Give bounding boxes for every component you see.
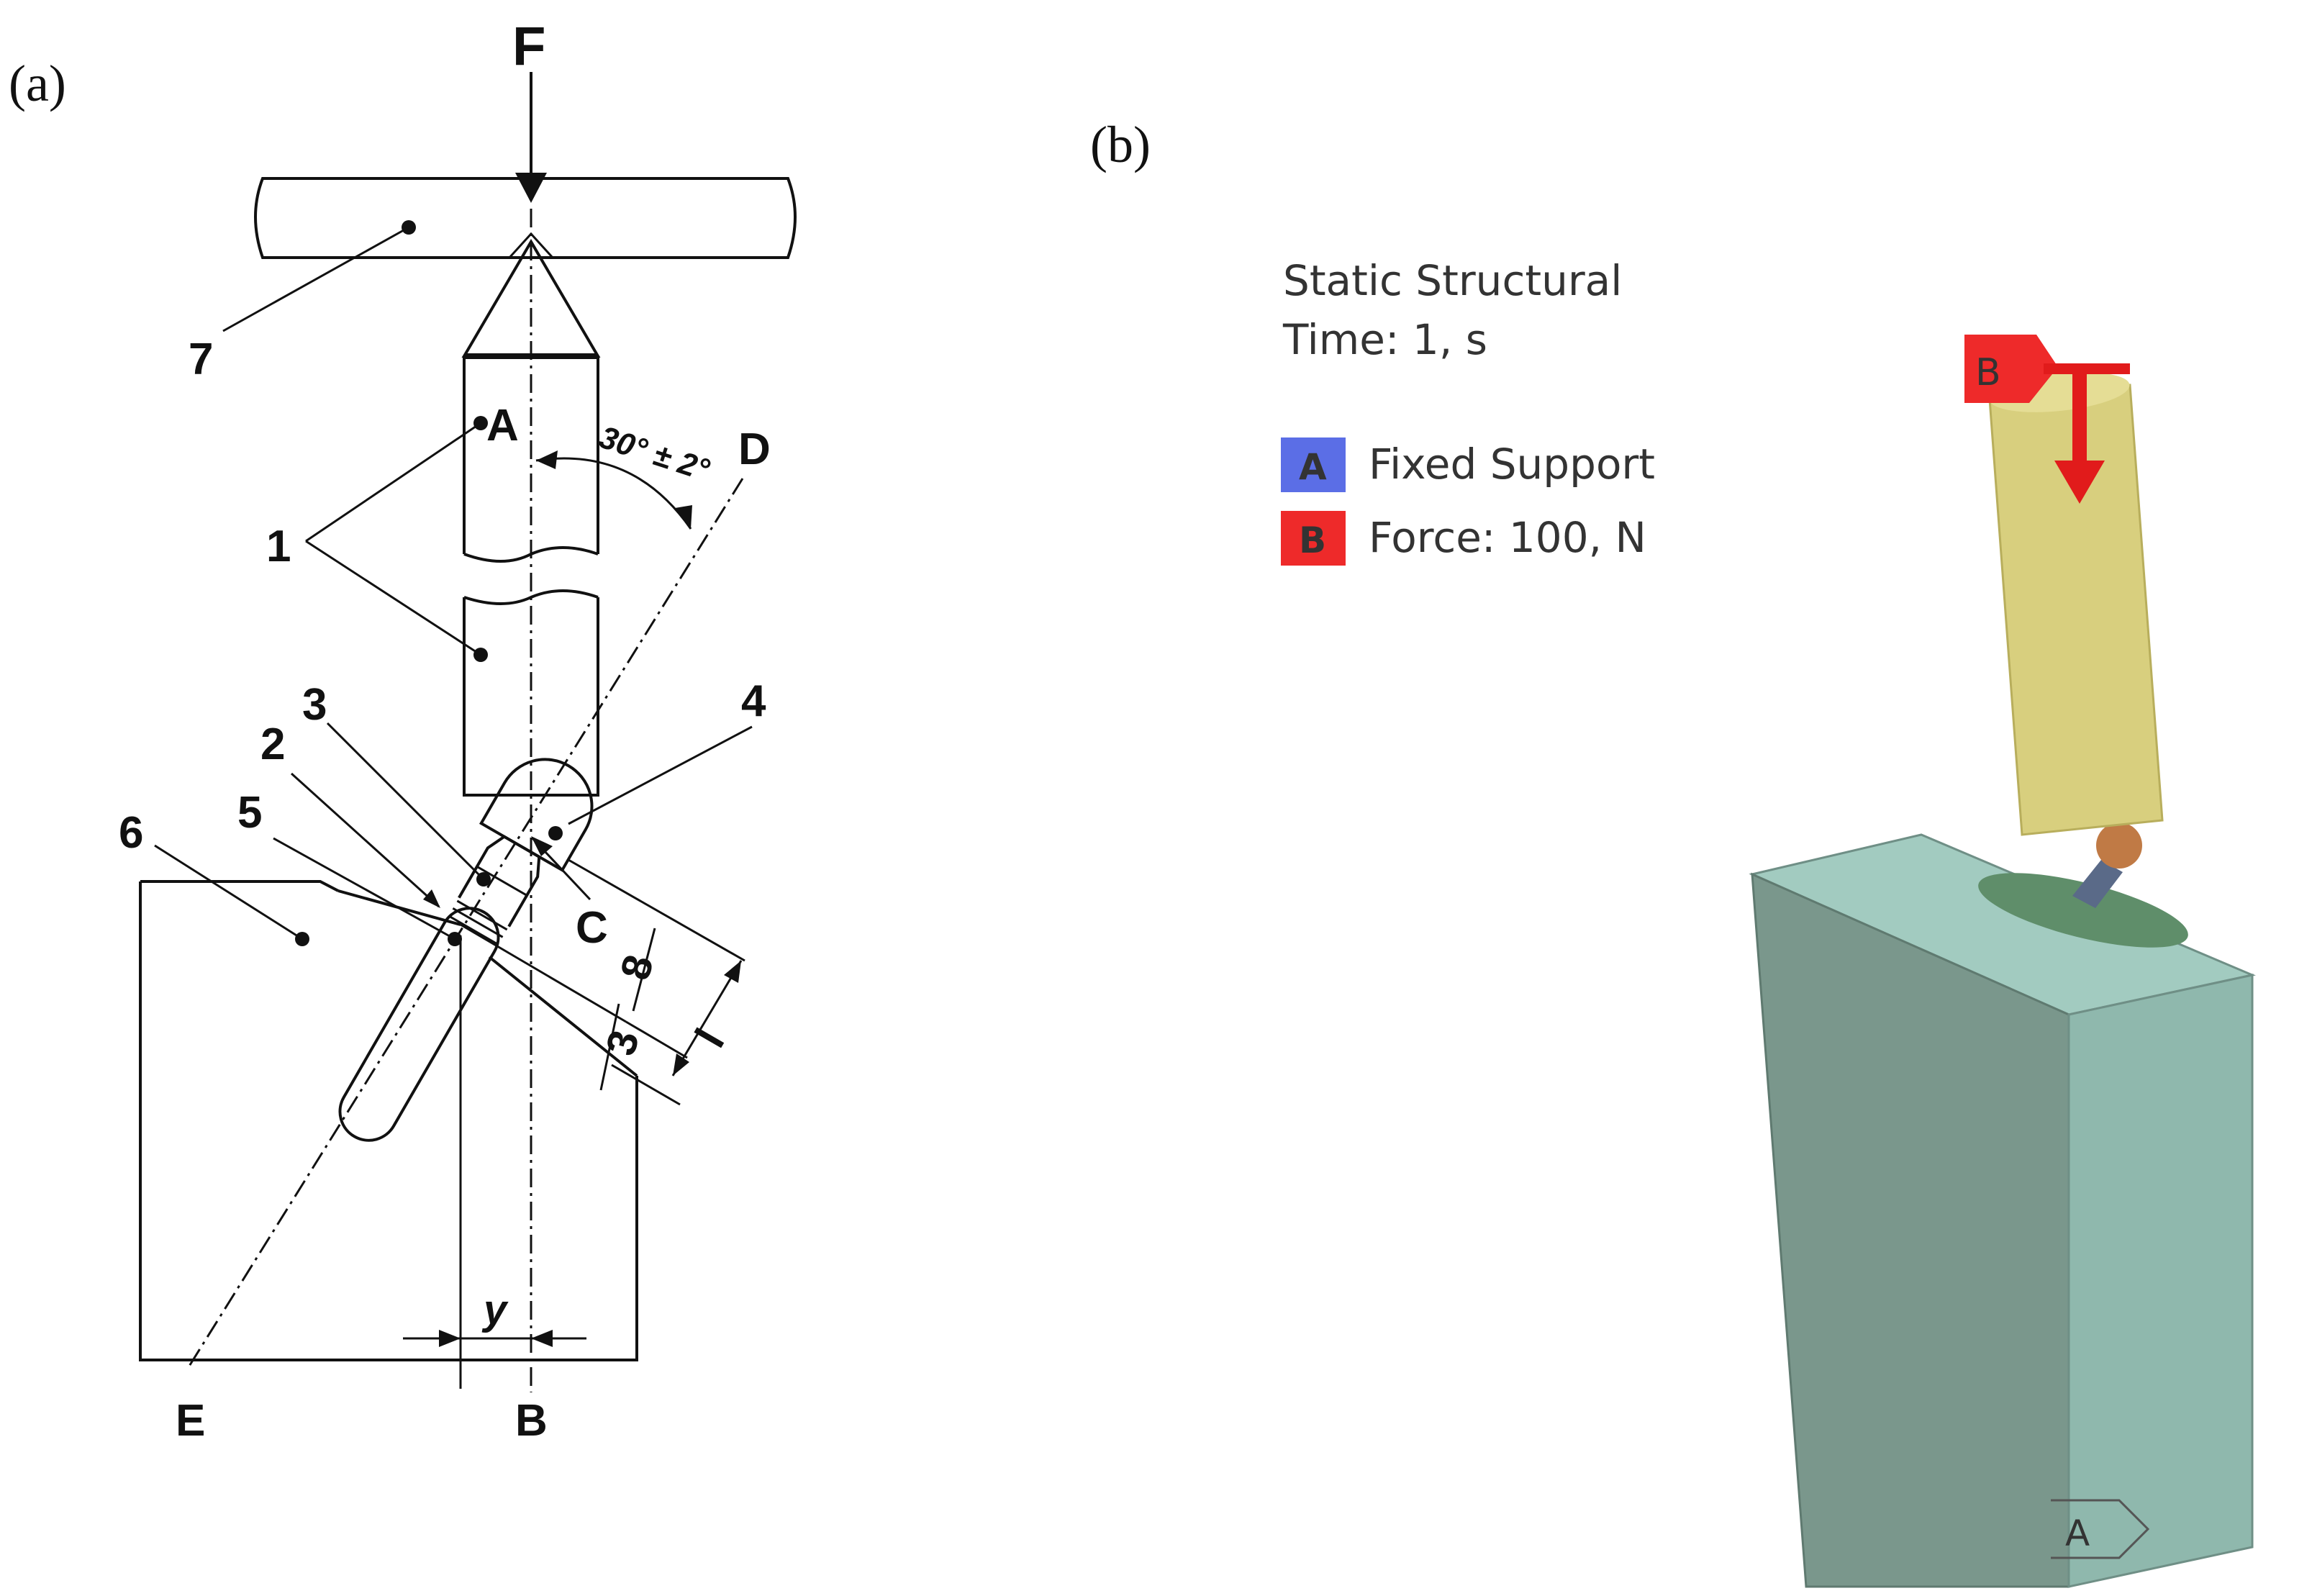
implant-site — [1978, 873, 2188, 948]
point-b-label: B — [515, 1396, 548, 1446]
dim-l-line — [671, 960, 743, 1076]
part-label-7: 7 — [189, 335, 213, 384]
dim-ext-1 — [568, 858, 745, 962]
dim-l-label: l — [686, 1021, 733, 1056]
force-marker-b — [1964, 335, 2058, 403]
block-face-lower — [488, 956, 638, 1077]
panel-label-a: (a) — [9, 55, 66, 112]
force-arrow-sim — [2044, 363, 2130, 504]
point-a-label: A — [486, 401, 519, 450]
legend-b-label: Force: 100, N — [1369, 513, 1646, 562]
dim-y-label: y — [481, 1287, 509, 1333]
sim-title: Static Structural — [1283, 256, 1622, 305]
force-arrow-head — [515, 173, 547, 203]
legend: A Fixed Support B Force: 100, N — [1281, 437, 1655, 566]
leader-3 — [326, 722, 485, 881]
part-label-4: 4 — [741, 676, 766, 726]
dim-y-arrow-left — [439, 1330, 461, 1347]
ball-joint — [2096, 822, 2142, 869]
simulation-view: Static Structural Time: 1, s A Fixed Sup… — [1281, 256, 2256, 1588]
point-d-label: D — [738, 425, 771, 474]
abutment-line — [476, 866, 527, 897]
loading-beam — [254, 177, 797, 259]
leader-6 — [154, 844, 303, 940]
leader-1b — [305, 540, 481, 656]
part-label-6: 6 — [119, 808, 143, 858]
angle-arrow-left — [536, 450, 558, 469]
angle-arc — [535, 457, 692, 530]
leader-4 — [568, 725, 753, 825]
arrow-c — [531, 836, 553, 856]
part-label-5: 5 — [237, 788, 262, 838]
angle-arrow-right — [675, 505, 692, 529]
implant-screw — [2072, 860, 2123, 908]
dot-4 — [548, 826, 563, 840]
block-side-face — [2067, 974, 2254, 1588]
part-label-3: 3 — [302, 680, 327, 730]
dim-8-line — [632, 928, 656, 1012]
point-e-label: E — [176, 1396, 205, 1446]
specimen-block — [139, 880, 638, 1361]
sim-time: Time: 1, s — [1282, 315, 1487, 364]
part-label-1: 1 — [266, 522, 291, 571]
leader-2 — [290, 772, 440, 908]
implant — [338, 758, 594, 1142]
legend-a-label: Fixed Support — [1369, 440, 1655, 489]
legend-a-key: A — [1299, 446, 1327, 488]
leader-1a — [305, 422, 481, 543]
dim-l-arrow-bot — [673, 1053, 689, 1076]
arrow-2 — [423, 889, 440, 908]
legend-b-swatch — [1281, 511, 1346, 566]
legend-b-key: B — [1299, 520, 1326, 561]
implant-neck-2 — [452, 907, 504, 938]
implant-neck-1 — [456, 899, 508, 931]
dim-y-arrow-right — [531, 1330, 553, 1347]
leader-7 — [222, 226, 409, 332]
centerline-inclined — [187, 478, 744, 1368]
force-label: F — [512, 16, 545, 77]
angle-label: 30° ± 2° — [595, 420, 714, 488]
leader-5 — [273, 837, 455, 940]
point-c-label: C — [576, 903, 608, 953]
hemispherical-cap — [479, 758, 594, 872]
dim-3-line — [599, 1003, 620, 1091]
dim-l-arrow-top — [724, 961, 741, 983]
panel-label-b: (b) — [1090, 116, 1151, 173]
implant-neck-3 — [448, 915, 499, 946]
implant-body — [338, 907, 500, 1142]
legend-a-swatch — [1281, 437, 1346, 492]
force-marker-b-label: B — [1975, 351, 2001, 394]
dim-ext-3 — [611, 1064, 681, 1106]
fixed-support-marker-a-label: A — [2065, 1513, 2090, 1554]
fixed-support-marker-a — [2051, 1499, 2150, 1559]
block-face-inner — [460, 923, 627, 1023]
part-label-2: 2 — [260, 720, 285, 769]
dim-8-label: 8 — [612, 950, 663, 984]
dim-ext-2 — [625, 1020, 688, 1059]
test-rig-diagram: F 7 A 1 30° ± 2° D — [119, 16, 797, 1446]
